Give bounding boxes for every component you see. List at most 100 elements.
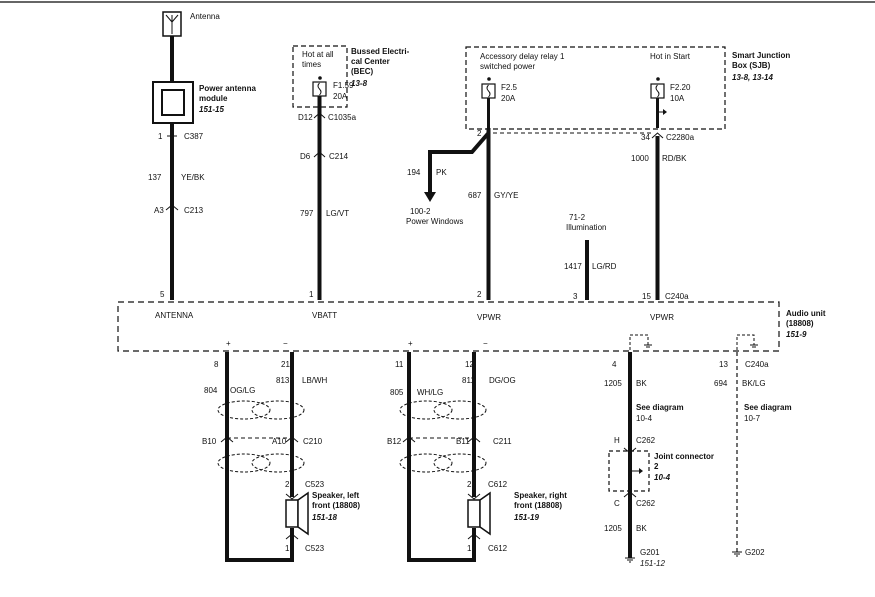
vpwr1-color: GY/YE [494, 191, 518, 200]
right-title-2: front (18808) [514, 501, 562, 510]
right-col1: WH/LG [417, 388, 443, 397]
wire-right-plus [407, 352, 476, 562]
g1-color2: BK [636, 524, 647, 533]
g2-see-ref: 10-7 [744, 414, 761, 423]
g2-color: BK/LG [742, 379, 766, 388]
sjb-title-2: Box (SJB) [732, 61, 771, 70]
left-c1: 804 [204, 386, 218, 395]
left-conn-bot: C523 [305, 544, 325, 553]
g1-see: See diagram [636, 403, 684, 412]
right-twisted-pair-2 [399, 453, 487, 473]
right-spk-pin-bot: 1 [467, 544, 472, 553]
bec-title-3: (BEC) [351, 67, 374, 76]
g2-connector: C240a [745, 360, 769, 369]
antenna-color: YE/BK [181, 173, 205, 182]
g1-conn-bot: C262 [636, 499, 656, 508]
module-ref: 151-15 [199, 105, 224, 114]
bec-amps: 20A [333, 92, 348, 101]
vpwr2-circuit: 1000 [631, 154, 649, 163]
g1-circuit2: 1205 [604, 524, 622, 533]
g2-see: See diagram [744, 403, 792, 412]
sjb-ref: 13-8, 13-14 [732, 73, 773, 82]
vpwr1-circuit: 687 [468, 191, 482, 200]
right-pinA: B11 [456, 437, 470, 446]
audio-label-vpwr1: VPWR [477, 313, 501, 322]
audio-label-antenna: ANTENNA [155, 311, 194, 320]
wire-power-windows [428, 131, 491, 198]
sjb-text-right: Hot in Start [650, 52, 691, 61]
vpwr2-color: RD/BK [662, 154, 687, 163]
left-pinA: A10 [272, 437, 287, 446]
sjb-text-left-1: Accessory delay relay 1 [480, 52, 565, 61]
right-spk-pin-top: 2 [467, 480, 472, 489]
right-speaker-icon [467, 491, 491, 536]
right-minus: − [483, 339, 488, 348]
joint-connector-box [608, 450, 650, 492]
audio-label-vpwr2: VPWR [650, 313, 674, 322]
g1-color: BK [636, 379, 647, 388]
left-title-2: front (18808) [312, 501, 360, 510]
left-pinB: B10 [202, 437, 217, 446]
ground-g202-icon [732, 551, 742, 557]
antenna-audio-pin: 5 [160, 290, 165, 299]
left-twisted-pair-1 [217, 400, 305, 420]
wire-left-plus [225, 352, 294, 562]
right-conn-top: C612 [488, 480, 508, 489]
left-pin-plus: 8 [214, 360, 219, 369]
g1-see-ref: 10-4 [636, 414, 653, 423]
illum-audio-pin: 3 [573, 292, 578, 301]
left-pin-minus: 21 [281, 360, 290, 369]
antenna-connector-c213: C213 [184, 206, 204, 215]
sjb-fuse2: F2.20 [670, 83, 691, 92]
module-connector: C387 [184, 132, 204, 141]
left-title-1: Speaker, left [312, 491, 359, 500]
vbatt-connector-c214: C214 [329, 152, 349, 161]
vbatt-circuit: 797 [300, 209, 314, 218]
vbatt-color: LG/VT [326, 209, 349, 218]
g1-conn-top: C262 [636, 436, 656, 445]
g1-pinH: H [614, 436, 620, 445]
g2-ground: G202 [745, 548, 765, 557]
left-speaker-icon [285, 491, 309, 536]
audio-unit-box [117, 301, 780, 352]
sjb-pin2: 34 [641, 133, 650, 142]
g1-circuit: 1205 [604, 379, 622, 388]
ground-g201-icon [625, 557, 635, 563]
g1-jc-ref: 10-4 [654, 473, 671, 482]
left-twisted-pair-2 [217, 453, 305, 473]
g1-pinC: C [614, 499, 620, 508]
bec-box [292, 45, 348, 108]
g1-ground-ref: 151-12 [640, 559, 665, 568]
g2-circuit: 694 [714, 379, 728, 388]
left-ref: 151-18 [312, 513, 337, 522]
pw-ref: 100-2 [410, 207, 431, 216]
left-spk-pin-bot: 1 [285, 544, 290, 553]
g1-jc-2: 2 [654, 462, 659, 471]
right-pin-minus: 12 [465, 360, 474, 369]
left-plus: + [226, 339, 231, 348]
bec-pin: D12 [298, 113, 313, 122]
right-col2: DG/OG [489, 376, 516, 385]
sjb-box [465, 46, 726, 130]
left-col2: LB/WH [302, 376, 328, 385]
sjb-amps1: 20A [501, 94, 516, 103]
left-conn: C210 [303, 437, 323, 446]
sjb-fuse1: F2.5 [501, 83, 518, 92]
pw-color: PK [436, 168, 447, 177]
antenna-label: Antenna [190, 12, 220, 21]
bec-title-1: Bussed Electri- [351, 47, 410, 56]
g1-jc-1: Joint connector [654, 452, 714, 461]
bec-title-2: cal Center [351, 57, 390, 66]
g1-ground: G201 [640, 548, 660, 557]
right-twisted-pair-1 [399, 400, 487, 420]
bec-connector: C1035a [328, 113, 357, 122]
bec-hot-text-1: Hot at all [302, 50, 334, 59]
right-conn-bot: C612 [488, 544, 508, 553]
g1-pin: 4 [612, 360, 617, 369]
sjb-amps2: 10A [670, 94, 685, 103]
pw-circuit: 194 [407, 168, 421, 177]
antenna-circuit: 137 [148, 173, 162, 182]
power-antenna-module-box [152, 81, 194, 124]
antenna-symbol [162, 11, 182, 37]
